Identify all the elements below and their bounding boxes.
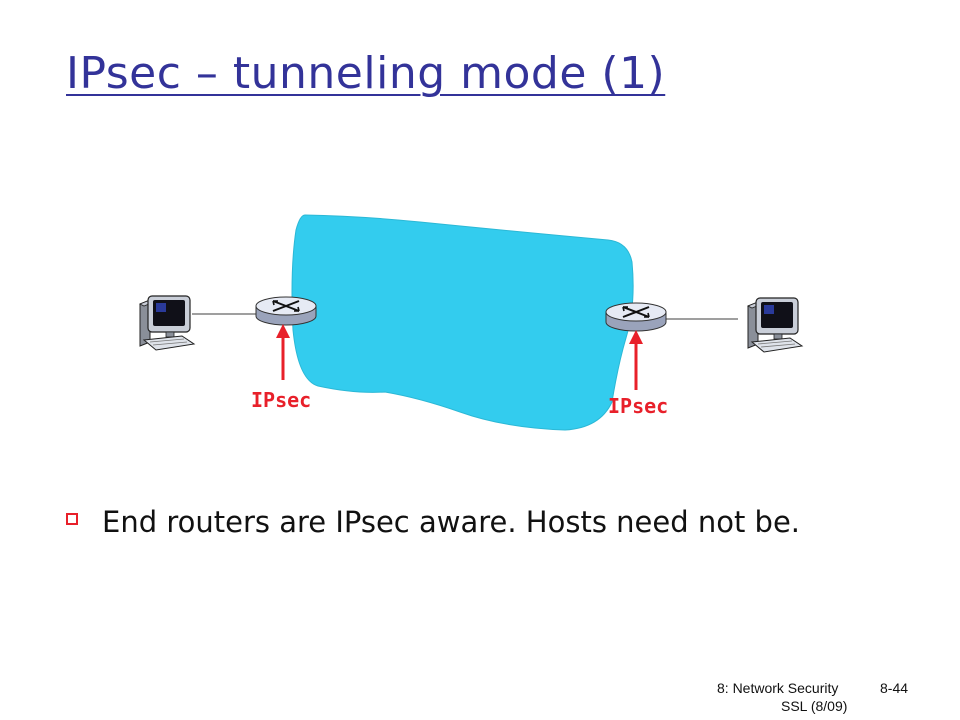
footer-page-number: 8-44 xyxy=(880,680,909,696)
host-computer-icon xyxy=(747,297,804,353)
ipsec-label-right: IPsec xyxy=(608,394,669,418)
footer-sub: SSL (8/09) xyxy=(781,698,848,714)
footer-course: 8: Network Security xyxy=(717,680,839,696)
bullet-marker xyxy=(66,513,78,525)
host-computer-icon xyxy=(139,295,196,351)
router-icon xyxy=(605,302,667,332)
arrow-to-left-router xyxy=(276,324,290,380)
network-cloud xyxy=(291,214,634,431)
router-icon xyxy=(255,296,317,326)
ipsec-label-left: IPsec xyxy=(251,388,312,412)
arrow-to-right-router xyxy=(629,330,643,390)
bullet-item: End routers are IPsec aware. Hosts need … xyxy=(66,500,866,544)
bullet-text: End routers are IPsec aware. Hosts need … xyxy=(102,505,801,539)
slide-title: IPsec – tunneling mode (1) xyxy=(66,48,666,99)
